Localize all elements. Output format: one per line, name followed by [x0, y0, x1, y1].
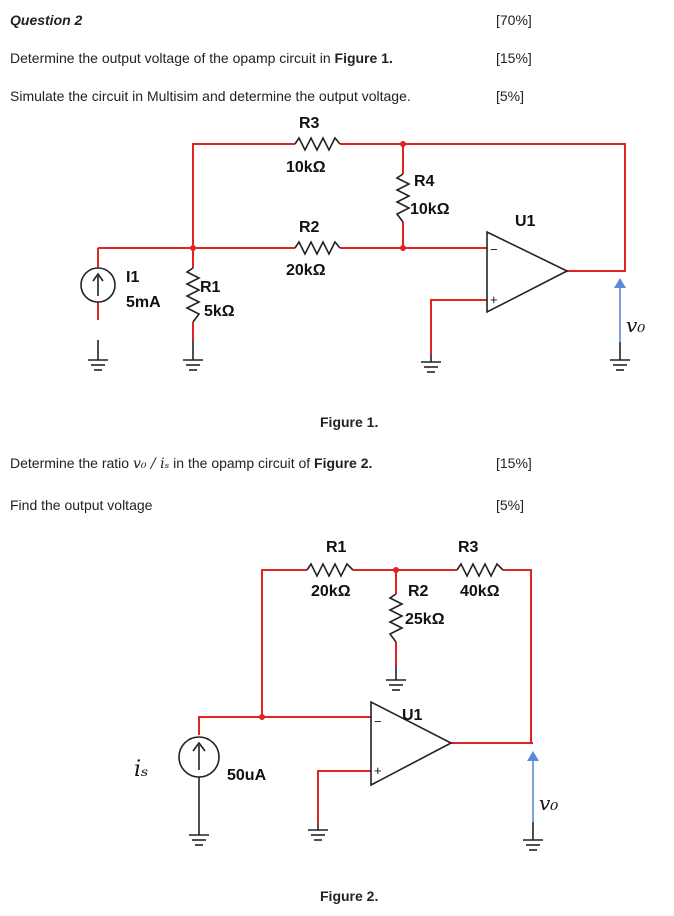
figure2-caption: Figure 2.	[320, 888, 379, 904]
fig1-node-c	[400, 245, 406, 251]
part1-figure-ref: Figure 1.	[334, 50, 393, 66]
fig1-opamp-plus: +	[490, 292, 498, 307]
total-marks: [70%]	[496, 12, 532, 28]
fig1-node-b	[400, 141, 406, 147]
fig2-node-b	[393, 567, 399, 573]
figure1-circuit: R3 10kΩ R4 10kΩ R2 20kΩ R1 5kΩ I1 5mA U1…	[80, 115, 645, 373]
fig2-opamp	[370, 700, 453, 787]
figure2-circuit: R1 20kΩ R3 40kΩ R2 25kΩ 50uA iₛ U1 − + v…	[134, 539, 558, 851]
fig1-current-source	[80, 267, 116, 303]
fig1-r4-name: R4	[414, 173, 435, 190]
fig2-opamp-minus: −	[374, 714, 382, 729]
part4-text: Find the output voltage	[10, 497, 153, 513]
fig2-opamp-plus: +	[374, 763, 382, 778]
fig2-r2-value: 25kΩ	[405, 611, 445, 628]
fig2-r2-resistor	[388, 593, 404, 643]
fig2-vo-label: v₀	[539, 791, 558, 815]
fig2-node-a	[259, 714, 265, 720]
fig1-r4-value: 10kΩ	[410, 201, 450, 218]
fig2-r2-name: R2	[408, 583, 429, 600]
fig2-r1-name: R1	[326, 539, 347, 556]
fig2-source-symbol: iₛ	[134, 757, 148, 782]
part3-text-main: Determine the ratio	[10, 455, 133, 471]
fig1-vo-label: v₀	[626, 313, 645, 337]
figure1-caption: Figure 1.	[320, 414, 379, 430]
fig1-r4-resistor	[395, 173, 411, 223]
part2-marks: [5%]	[496, 88, 525, 104]
fig1-r3-value: 10kΩ	[286, 159, 326, 176]
fig2-r3-resistor	[456, 562, 504, 578]
part3-text: Determine the ratio v₀ / iₛ in the opamp…	[10, 455, 372, 472]
part2-text: Simulate the circuit in Multisim and det…	[10, 88, 411, 104]
fig1-r2-name: R2	[299, 219, 320, 236]
fig1-opamp-name: U1	[515, 213, 536, 230]
fig1-r3-resistor	[294, 136, 341, 152]
question-title: Question 2	[10, 12, 83, 28]
fig1-r2-resistor	[294, 240, 341, 256]
fig1-r1-resistor	[185, 267, 201, 323]
part1-text-main: Determine the output voltage of the opam…	[10, 50, 335, 66]
part1-text: Determine the output voltage of the opam…	[10, 50, 393, 66]
fig1-node-a	[190, 245, 196, 251]
ratio-expression: v₀ / iₛ	[132, 456, 170, 472]
fig1-r3-name: R3	[299, 115, 320, 132]
figure2-wires	[198, 569, 533, 823]
fig1-i1-value: 5mA	[126, 294, 161, 311]
part1-marks: [15%]	[496, 50, 532, 66]
part3-figure-ref: Figure 2.	[314, 455, 373, 471]
figure1-wires	[97, 143, 626, 354]
fig1-r1-value: 5kΩ	[204, 303, 235, 320]
part3-text-middle: in the opamp circuit of	[169, 455, 315, 471]
fig2-r3-value: 40kΩ	[460, 583, 500, 600]
part3-marks: [15%]	[496, 455, 532, 471]
fig1-vo-arrow	[614, 278, 626, 342]
fig2-r3-name: R3	[458, 539, 479, 556]
fig1-r1-name: R1	[200, 279, 221, 296]
fig1-r2-value: 20kΩ	[286, 262, 326, 279]
fig1-i1-name: I1	[126, 269, 139, 286]
fig2-r1-resistor	[306, 562, 354, 578]
fig1-opamp-minus: −	[490, 242, 498, 257]
fig2-opamp-name: U1	[402, 707, 423, 724]
fig2-source-value: 50uA	[227, 767, 267, 784]
fig1-opamp	[486, 230, 569, 314]
fig2-vo-arrow	[527, 751, 539, 822]
fig2-r1-value: 20kΩ	[311, 583, 351, 600]
part4-marks: [5%]	[496, 497, 525, 513]
